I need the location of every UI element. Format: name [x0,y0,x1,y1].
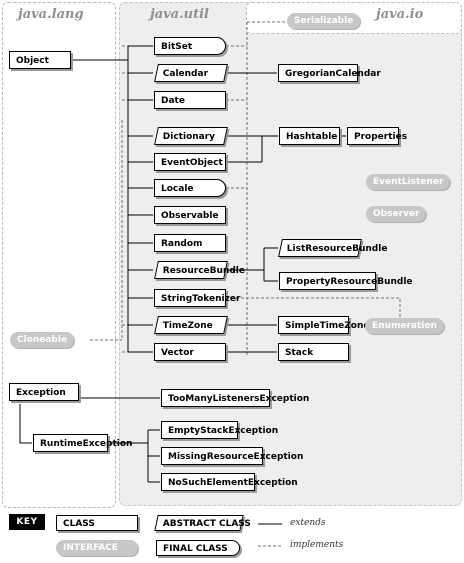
class-time-zone: TimeZone [154,316,228,334]
class-dictionary: Dictionary [154,127,228,145]
class-list-resource-bundle-label: ListResourceBundle [286,244,388,254]
class-calendar-label: Calendar [162,69,209,79]
extends-lines [19,45,346,525]
class-dictionary-label: Dictionary [162,132,216,142]
java-lang-package-region [2,2,116,508]
class-too-many-listeners-exception: TooManyListenersException [161,389,309,407]
class-string-tokenizer: StringTokenizer [154,289,240,307]
class-hashtable: Hashtable [279,127,340,145]
exception-to-runtime [19,404,32,444]
class-locale: Locale [154,179,226,197]
key-extends-label: extends [290,518,326,528]
interface-enumeration: Enumeration [365,318,444,334]
interface-observer: Observer [366,206,427,222]
key-implements-label: implements [290,540,344,550]
interface-cloneable: Cloneable [10,332,75,348]
key-class-sample: CLASS [56,515,138,531]
package-label-java-lang: java.lang [18,7,84,22]
class-time-zone-label: TimeZone [162,321,213,331]
key-abstract-class-sample: ABSTRACT CLASS [154,515,251,531]
class-stack: Stack [278,343,349,361]
class-missing-resource-exception: MissingResourceException [161,447,303,465]
class-resource-bundle: ResourceBundle [154,261,245,279]
key-interface-sample: INTERFACE [56,540,138,556]
class-empty-stack-exception: EmptyStackException [161,421,278,439]
class-vector: Vector [154,343,226,361]
class-observable: Observable [154,206,226,224]
class-list-resource-bundle: ListResourceBundle [278,239,387,257]
util-branches [128,45,153,353]
class-gregorian-calendar: GregorianCalendar [278,64,381,82]
key-abstract-class-label: ABSTRACT CLASS [162,519,251,529]
class-date: Date [154,91,226,109]
interface-serializable: Serializable [287,13,361,29]
interface-event-listener: EventListener [366,174,451,190]
class-properties: Properties [347,127,407,145]
class-exception: Exception [9,383,79,401]
package-label-java-util: java.util [150,7,209,22]
class-calendar: Calendar [154,64,228,82]
class-no-such-element-exception: NoSuchElementException [161,473,298,491]
key-title: KEY [9,514,45,530]
class-event-object: EventObject [154,153,226,171]
class-simple-time-zone: SimpleTimeZone [278,316,370,334]
class-bitset: BitSet [154,37,226,55]
class-object: Object [9,51,71,69]
runtime-branches [148,429,160,483]
class-runtime-exception: RuntimeException [33,434,132,452]
class-random: Random [154,234,226,252]
key-final-class-sample: FINAL CLASS [156,540,240,556]
resourcebundle-branches [264,247,278,282]
class-property-resource-bundle: PropertyResourceBundle [279,272,413,290]
class-resource-bundle-label: ResourceBundle [162,266,245,276]
package-label-java-io: java.io [376,7,424,22]
enumeration-link [226,297,401,318]
